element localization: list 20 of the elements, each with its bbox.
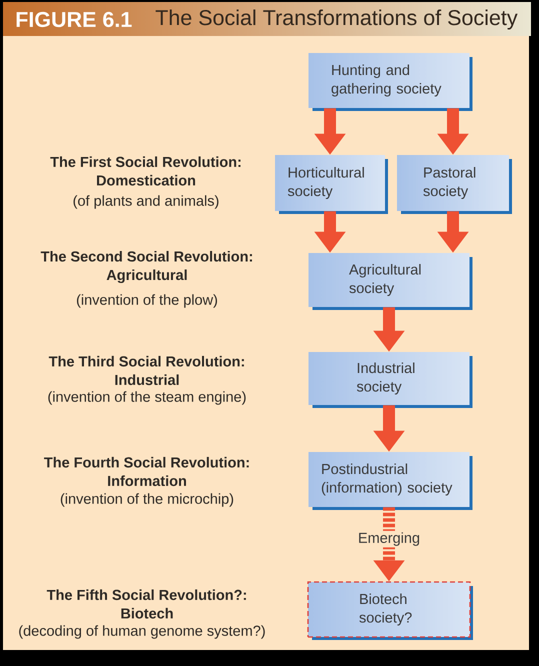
society-box: Postindustrial (information) society	[308, 452, 472, 510]
revolution-note: (invention of the steam engine)	[48, 391, 246, 405]
society-box: Pastoral society	[397, 155, 512, 214]
society-box: Horticultural society	[275, 155, 388, 214]
revolution-heading: The First Social Revolution: Domestication	[50, 156, 240, 186]
revolution-heading: The Fourth Social Revolution: Information	[44, 456, 249, 486]
edge-label: Emerging	[356, 530, 422, 548]
revolution-note: (decoding of human genome system?)	[19, 625, 265, 639]
revolution-heading: The Third Social Revolution: Industrial	[48, 356, 244, 386]
revolution-note: (invention of the microchip)	[60, 493, 234, 507]
society-box: Biotech society?	[307, 581, 473, 640]
figure-title: The Social Transformations of Society	[156, 9, 518, 30]
revolution-note: (invention of the plow)	[76, 294, 217, 308]
revolution-note: (of plants and animals)	[74, 195, 218, 209]
society-box: Agricultural society	[308, 253, 472, 310]
figure-number: FIGURE 6.1	[16, 12, 132, 28]
society-box: Industrial society	[308, 352, 472, 408]
society-box: Hunting and gathering society	[308, 53, 472, 111]
revolution-heading: The Fifth Social Revolution?: Biotech	[46, 589, 246, 619]
revolution-heading: The Second Social Revolution: Agricultural	[40, 250, 252, 284]
